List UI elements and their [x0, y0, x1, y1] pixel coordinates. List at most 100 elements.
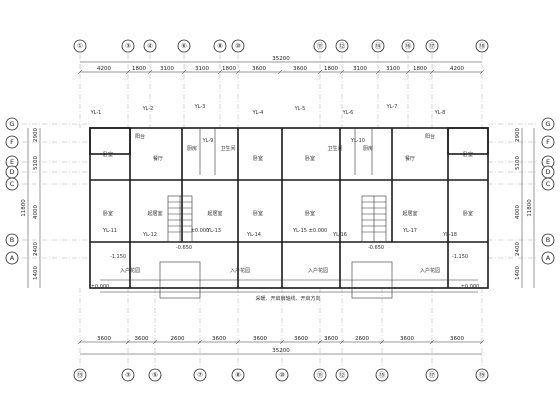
axis-bottom-10-circle — [475, 368, 489, 382]
axis-left-1-circle — [5, 135, 19, 149]
left-dim-4: 1400 — [33, 266, 39, 280]
axis-left-0-label: G — [9, 120, 14, 128]
window-tag-7: YL-8 — [434, 110, 446, 116]
axis-bottom-0-label: ⑬ — [77, 371, 84, 379]
stair-left — [167, 195, 193, 243]
room-kitchen-2: 厨房 — [363, 145, 373, 152]
top-tick-4 — [217, 69, 223, 75]
level-minus1150-1: -1.150 — [110, 254, 126, 260]
axis-right-3-label: D — [545, 168, 550, 176]
room-entrance-4: 入户花园 — [420, 267, 440, 274]
bottom-tick-8 — [379, 339, 385, 345]
axis-right-4: C — [541, 177, 555, 191]
axis-top-1: ③ — [121, 39, 135, 53]
axis-top-1-circle — [121, 39, 135, 53]
axis-left-6-circle — [5, 251, 19, 265]
window-tag-1: YL-2 — [142, 106, 154, 112]
window-tag-5: YL-6 — [342, 110, 354, 116]
top-tick-9 — [375, 69, 381, 75]
window-tag-4: YL-5 — [294, 106, 306, 112]
window-tag-15: YL-16 — [332, 232, 347, 238]
window-tag-6: YL-7 — [386, 104, 398, 110]
window-tag-10: YL-11 — [102, 228, 117, 234]
axis-bottom-3-circle — [193, 368, 207, 382]
bottom-tick-0 — [77, 339, 83, 345]
room-dining-2: 餐厅 — [405, 155, 415, 162]
axis-bottom-10: ⑲ — [475, 368, 489, 382]
axis-left-1: F — [5, 135, 19, 149]
axis-top-3-circle — [177, 39, 191, 53]
top-dim-0: 4200 — [97, 66, 111, 72]
bottom-tick-9 — [429, 339, 435, 345]
room-balcony-1: 阳台 — [135, 133, 145, 140]
axis-right-0-circle — [541, 117, 555, 131]
axis-bottom-8-label: ⑮ — [379, 371, 386, 379]
axis-bottom-7-circle — [335, 368, 349, 382]
window-tag-11: YL-12 — [142, 232, 157, 238]
window-tag-8: YL-9 — [202, 138, 214, 144]
left-dim-0: 2900 — [33, 128, 39, 142]
level-minus1150-2: -1.150 — [452, 254, 468, 260]
axis-bottom-7: ⑫ — [335, 368, 349, 382]
level-ground-1: ±0.000 — [191, 228, 210, 234]
axis-bottom-9-label: ⑰ — [429, 371, 436, 379]
axis-bottom-0-circle — [73, 368, 87, 382]
bottom-dim-0: 3600 — [97, 336, 111, 342]
axis-top-4-label: ⑧ — [217, 42, 223, 50]
axis-top-10: ⑰ — [425, 39, 439, 53]
axis-top-6: ⑪ — [313, 39, 327, 53]
axis-top-5-circle — [231, 39, 245, 53]
window-tag-13: YL-14 — [246, 232, 261, 238]
top-tick-6 — [277, 69, 283, 75]
top-tick-5 — [235, 69, 241, 75]
axis-right-6-circle — [541, 251, 555, 265]
axis-left-4-label: C — [10, 180, 15, 188]
axis-left-3-label: D — [9, 168, 14, 176]
axis-right-1: F — [541, 135, 555, 149]
axis-right-0-label: G — [545, 120, 550, 128]
axis-bottom-6: ⑪ — [313, 368, 327, 382]
axis-top-11-circle — [475, 39, 489, 53]
level-minus650-1: -0.650 — [176, 245, 192, 251]
level-ground-2: ±0.000 — [309, 228, 328, 234]
window-tag-2: YL-3 — [194, 104, 206, 110]
window-tag-17: YL-18 — [442, 232, 457, 238]
room-bedroom-4: 卧室 — [253, 210, 263, 217]
left-total-dim: 11800 — [21, 199, 27, 217]
top-dim-3: 3100 — [195, 66, 209, 72]
bottom-dim-2: 2600 — [171, 336, 185, 342]
bottom-dim-5: 3600 — [294, 336, 308, 342]
axis-bottom-8: ⑮ — [375, 368, 389, 382]
axis-top-6-label: ⑪ — [317, 42, 324, 50]
top-tick-0 — [77, 69, 83, 75]
axis-left-4-circle — [5, 177, 19, 191]
room-bedroom-2: 卧室 — [103, 210, 113, 217]
bottom-tick-4 — [235, 339, 241, 345]
axis-top-2-label: ④ — [147, 42, 153, 50]
axis-left-2-label: E — [10, 158, 14, 166]
axis-right-6: A — [541, 251, 555, 265]
level-minus650-2: -0.650 — [368, 245, 384, 251]
axis-bottom-10-label: ⑲ — [479, 371, 486, 379]
room-bedroom-6: 卧室 — [305, 210, 315, 217]
axis-bottom-9: ⑰ — [425, 368, 439, 382]
top-tick-8 — [339, 69, 345, 75]
axis-bottom-5-circle — [275, 368, 289, 382]
bottom-tick-5 — [279, 339, 285, 345]
axis-top-7-circle — [335, 39, 349, 53]
axis-right-1-circle — [541, 135, 555, 149]
room-dining-1: 餐厅 — [153, 155, 163, 162]
axis-bottom-5: ⑩ — [275, 368, 289, 382]
top-tick-7 — [317, 69, 323, 75]
axis-right-0: G — [541, 117, 555, 131]
axis-top-9-label: ⑯ — [405, 42, 412, 50]
axis-top-9-circle — [401, 39, 415, 53]
axis-left-5: B — [5, 233, 19, 247]
bottom-dim-4: 3600 — [253, 336, 267, 342]
room-bedroom-7: 卧室 — [463, 151, 473, 158]
top-tick-1 — [125, 69, 131, 75]
top-dim-8: 3100 — [353, 66, 367, 72]
bottom-tick-1 — [125, 339, 131, 345]
bottom-dim-3: 3600 — [212, 336, 226, 342]
